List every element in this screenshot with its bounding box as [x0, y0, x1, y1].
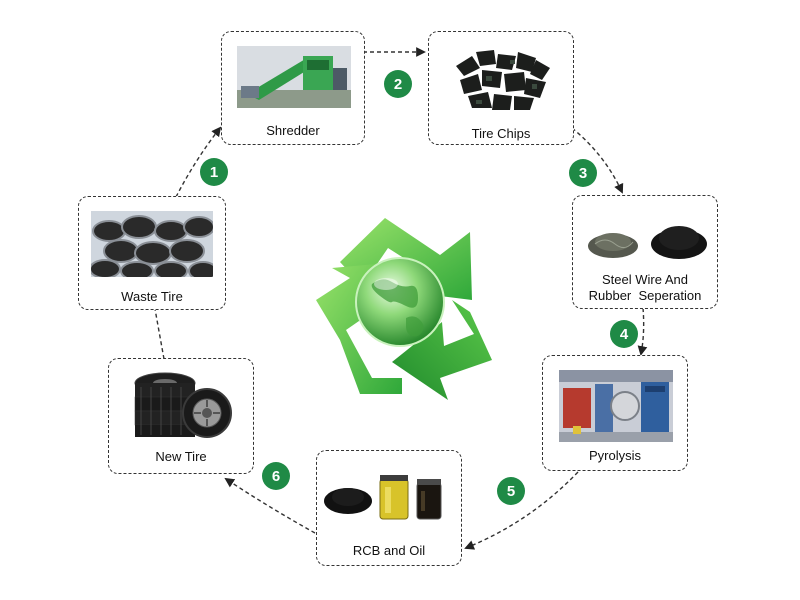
- steel-wire-pile-image: [585, 218, 641, 262]
- step-waste-tire: Waste Tire: [78, 196, 226, 310]
- step-pyrolysis: Pyrolysis: [542, 355, 688, 471]
- step-number-badge-3: 3: [569, 159, 597, 187]
- arrow-rcb-to-newtire: [224, 477, 316, 534]
- step-label: Waste Tire: [121, 289, 183, 304]
- step-number-badge-6: 6: [262, 462, 290, 490]
- step-number-badge-1: 1: [200, 158, 228, 186]
- shredder-machine-image: [237, 46, 351, 108]
- step-number-badge-4: 4: [610, 320, 638, 348]
- carbon-black-pile-image: [324, 488, 372, 514]
- step-shredder: Shredder: [221, 31, 365, 145]
- step-rcb-and-oil: RCB and Oil: [316, 450, 462, 566]
- oil-jar-dark-image: [416, 479, 442, 520]
- oil-jar-yellow-image: [379, 475, 409, 520]
- step-number-badge-2: 2: [384, 70, 412, 98]
- step-number-badge-5: 5: [497, 477, 525, 505]
- step-label: Shredder: [266, 123, 320, 138]
- step-label: Pyrolysis: [588, 448, 641, 463]
- arrow-newtire-to-waste: [154, 308, 165, 360]
- step-steel-wire-rubber-separation: Steel Wire And Rubber Seperation: [572, 195, 718, 309]
- step-label-line2: Rubber Seperation: [588, 288, 702, 303]
- step-new-tire: New Tire: [108, 358, 254, 474]
- step-label: New Tire: [155, 449, 207, 464]
- new-tire-stack-image: [134, 372, 232, 438]
- arrow-pyrolysis-to-rcb: [464, 471, 579, 550]
- waste-tire-pile-image: [91, 211, 213, 277]
- tire-chips-image: [450, 46, 554, 112]
- pyrolysis-plant-image: [559, 370, 673, 442]
- step-label: RCB and Oil: [352, 543, 426, 558]
- arrow-chips-to-separation: [571, 127, 624, 194]
- rubber-powder-pile-image: [649, 216, 709, 262]
- arrow-waste-to-shredder: [175, 126, 222, 198]
- step-tire-chips: Tire Chips: [428, 31, 574, 145]
- arrow-separation-to-pyrolysis: [637, 307, 648, 356]
- step-label: Tire Chips: [471, 126, 531, 141]
- step-label-line1: Steel Wire And: [602, 272, 688, 287]
